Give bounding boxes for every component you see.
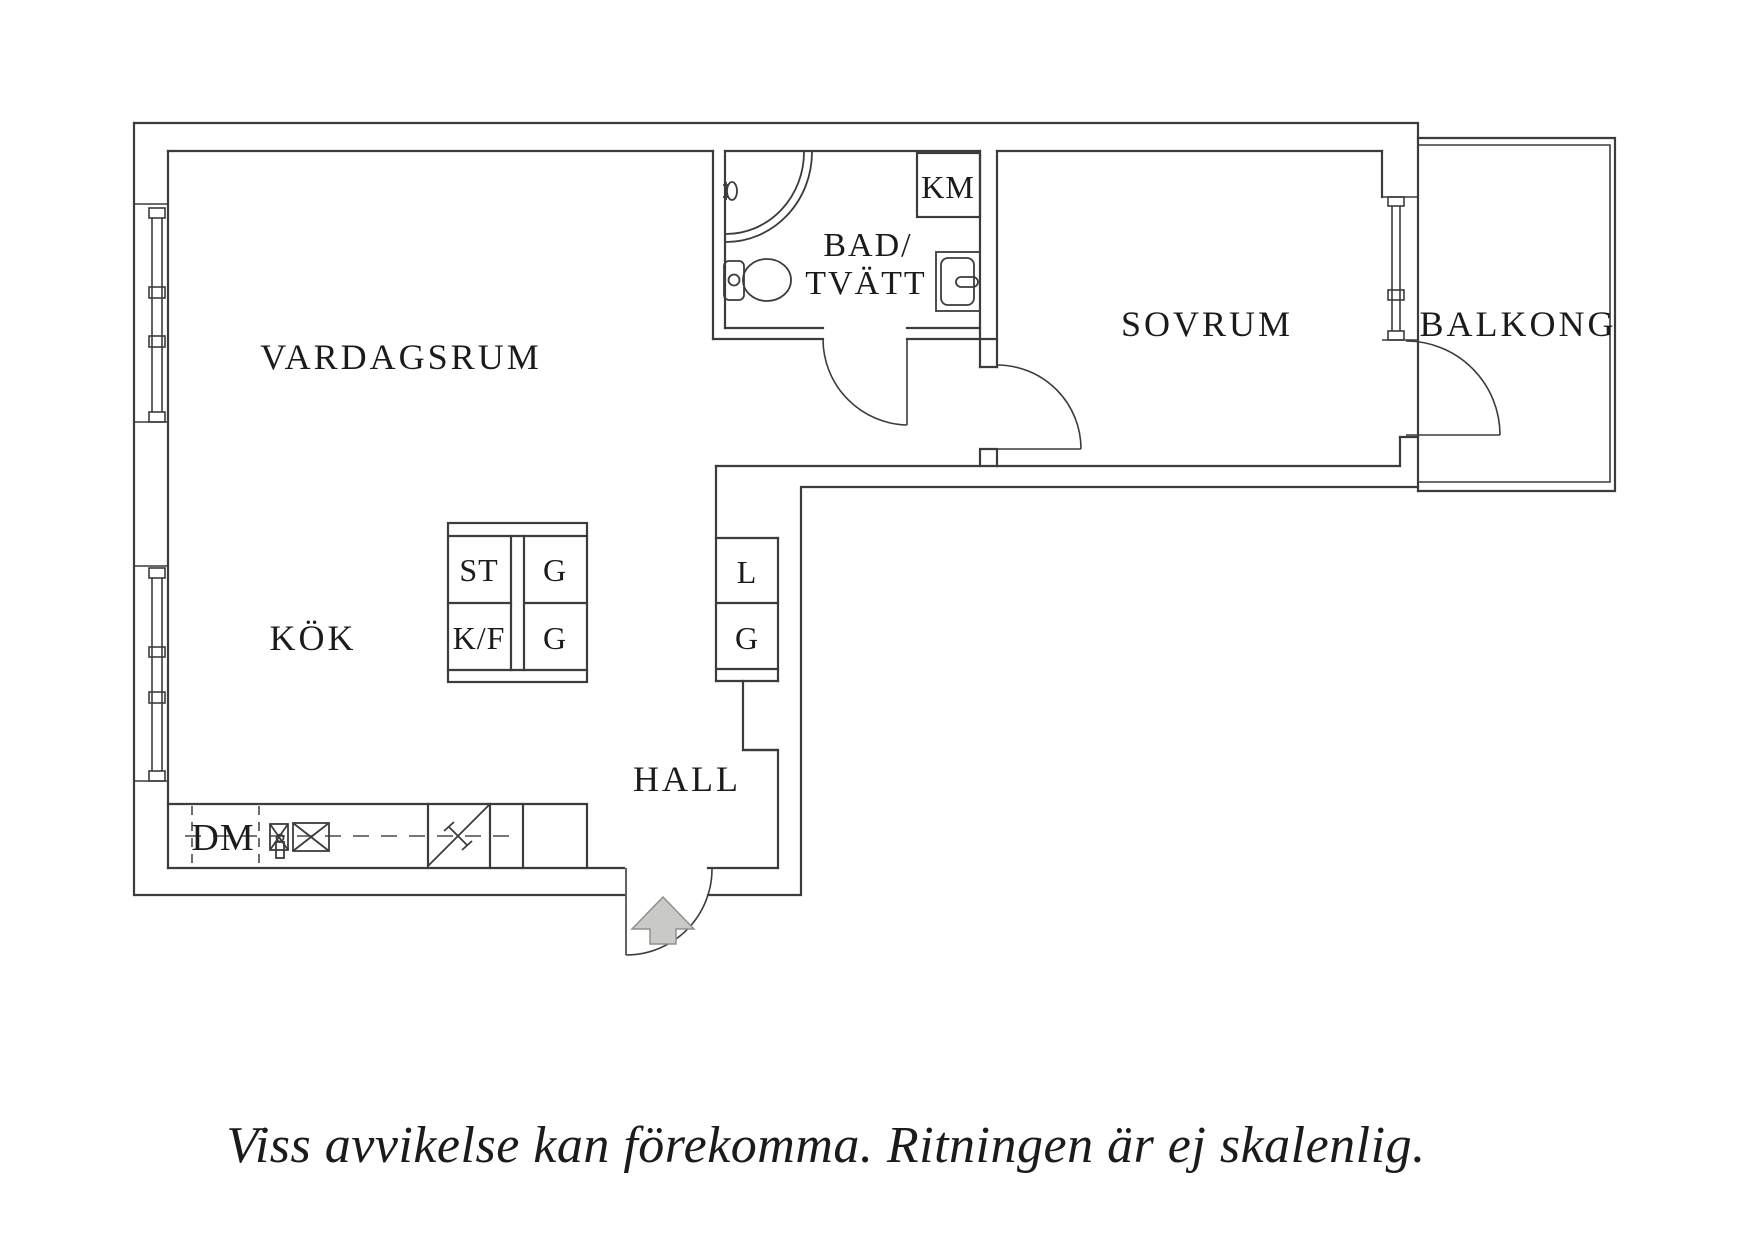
bedroom-door (978, 364, 1082, 468)
stove-icon (427, 804, 490, 867)
entrance-arrow-icon (630, 895, 696, 945)
shower-head-icon (723, 181, 738, 201)
room-label-hall: HALL (633, 759, 741, 799)
appliance-label-g-bottom: G (543, 620, 567, 656)
disclaimer-caption: Viss avvikelse kan förekomma. Ritningen … (226, 1117, 1425, 1174)
entrance-door (625, 868, 713, 956)
room-label-bad-line2: TVÄTT (805, 265, 926, 302)
kitchen-counter (166, 802, 589, 870)
appliance-label-l: L (737, 554, 758, 590)
balcony-railing (1416, 136, 1617, 493)
bathroom-door (822, 338, 908, 426)
living-room-window (134, 203, 168, 423)
room-label-vardagsrum: VARDAGSRUM (260, 337, 541, 377)
hall-closets (714, 536, 780, 752)
shower (725, 151, 813, 243)
balcony-door (1405, 340, 1501, 436)
appliance-label-dm: DM (191, 817, 254, 859)
kitchen-window (134, 565, 168, 782)
kitchen-unit (446, 521, 589, 684)
appliance-label-g-top: G (543, 552, 567, 588)
appliance-label-st: ST (459, 552, 498, 588)
washbasin-icon (935, 251, 981, 312)
washing-machine-box (915, 151, 982, 219)
bedroom-window (1382, 196, 1418, 341)
toilet-icon (723, 258, 792, 302)
exterior-walls (132, 121, 1420, 897)
appliance-label-g-hall: G (735, 620, 759, 656)
room-label-kok: KÖK (270, 618, 357, 658)
interior-walls (714, 435, 1420, 683)
room-label-bad-line1: BAD/ (823, 227, 912, 264)
room-label-balkong: BALKONG (1420, 304, 1617, 344)
appliance-label-km: KM (921, 169, 975, 205)
room-label-sovrum: SOVRUM (1121, 304, 1293, 344)
appliance-label-kf: K/F (453, 620, 506, 656)
sink-icon (269, 822, 330, 859)
